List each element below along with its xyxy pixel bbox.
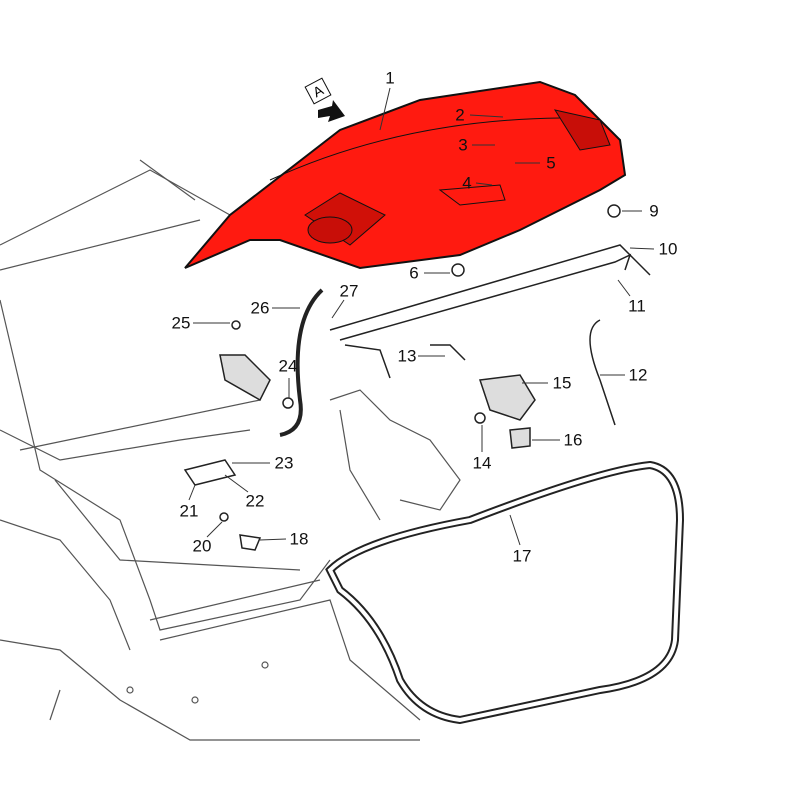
part-label-25: 25: [171, 313, 191, 333]
car-body-outline: [0, 159, 461, 741]
part-label-18: 18: [289, 529, 309, 549]
part-label-20: 20: [192, 536, 212, 556]
part-label-16: 16: [563, 430, 583, 450]
part-label-21: 21: [179, 501, 199, 521]
part-label-23: 23: [274, 453, 294, 473]
part-label-13: 13: [397, 346, 417, 366]
part-label-22: 22: [245, 491, 265, 511]
part-label-11: 11: [628, 296, 646, 316]
part-label-10: 10: [658, 239, 678, 259]
part-label-6: 6: [409, 263, 419, 283]
leader-lines: [188, 87, 655, 546]
part-label-27: 27: [339, 281, 359, 301]
part-label-3: 3: [458, 135, 468, 155]
part-label-1: 1: [385, 68, 395, 88]
part-label-17: 17: [512, 546, 532, 566]
part-label-26: 26: [250, 298, 270, 318]
view-arrow-icon: [318, 100, 345, 122]
part-label-2: 2: [455, 105, 465, 125]
part-label-24: 24: [278, 356, 298, 376]
weatherstrip-seal: [325, 460, 685, 725]
part-label-5: 5: [546, 153, 556, 173]
trunk-lid: [184, 80, 627, 270]
part-label-4: 4: [462, 173, 472, 193]
part-label-14: 14: [472, 453, 492, 473]
part-label-12: 12: [628, 365, 648, 385]
hardware-parts: [183, 204, 651, 551]
part-label-9: 9: [649, 201, 659, 221]
part-label-15: 15: [552, 373, 572, 393]
